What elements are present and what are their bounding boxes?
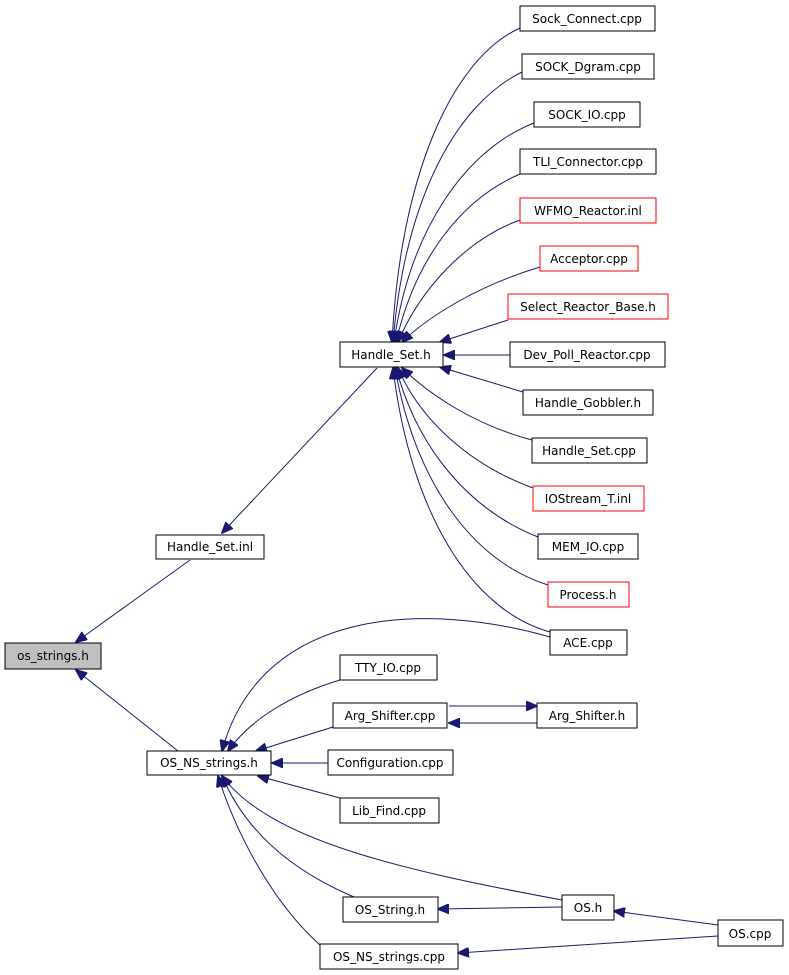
edge-process-to-handle-set-h xyxy=(395,368,549,586)
node-label: Sock_Connect.cpp xyxy=(532,12,642,26)
node-os-ns-strings-cpp[interactable]: OS_NS_strings.cpp xyxy=(319,943,459,970)
edge-os-ns-strings-h-to-os-strings-h xyxy=(76,670,179,752)
node-handle-set-cpp[interactable]: Handle_Set.cpp xyxy=(531,437,648,464)
edge-os-h-to-os-ns-strings-h xyxy=(222,776,563,901)
edge-handle-set-h-to-handle-set-inl xyxy=(222,367,378,533)
node-tli-connector-cpp[interactable]: TLI_Connector.cpp xyxy=(519,148,657,175)
node-label: os_strings.h xyxy=(17,649,89,663)
edge-tty-io-to-os-ns-strings-h xyxy=(228,679,341,751)
edge-handle-gobbler-to-handle-set-h xyxy=(440,367,524,393)
edge-handle-set-cpp-to-handle-set-h xyxy=(402,368,533,441)
node-sock-dgram-cpp[interactable]: SOCK_Dgram.cpp xyxy=(521,53,655,80)
node-label: Dev_Poll_Reactor.cpp xyxy=(523,348,650,362)
node-acceptor-cpp[interactable]: Acceptor.cpp xyxy=(539,245,639,272)
edge-os-cpp-to-os-h xyxy=(614,911,719,926)
node-label: TTY_IO.cpp xyxy=(354,661,421,675)
node-sock-io-cpp[interactable]: SOCK_IO.cpp xyxy=(533,101,641,128)
node-label: OS.cpp xyxy=(729,927,772,941)
edge-tli-connector-to-handle-set-h xyxy=(396,173,521,342)
edge-acceptor-to-handle-set-h xyxy=(402,266,541,342)
edge-sock-io-to-handle-set-h xyxy=(394,122,535,342)
edge-select-reactor-base-to-handle-set-h xyxy=(440,319,509,342)
node-label: OS_NS_strings.cpp xyxy=(333,950,445,964)
node-ace-cpp[interactable]: ACE.cpp xyxy=(549,629,628,656)
node-label: Acceptor.cpp xyxy=(550,252,628,266)
node-sock-connect-cpp[interactable]: Sock_Connect.cpp xyxy=(519,5,656,32)
node-label: SOCK_Dgram.cpp xyxy=(535,60,641,74)
node-iostream-t-inl[interactable]: IOStream_T.inl xyxy=(532,485,645,512)
edge-sock-dgram-to-handle-set-h xyxy=(393,71,523,342)
node-handle-gobbler-h[interactable]: Handle_Gobbler.h xyxy=(522,389,654,416)
node-label: Configuration.cpp xyxy=(336,756,443,770)
node-label: OS_String.h xyxy=(355,903,425,917)
edge-sock-connect-to-handle-set-h xyxy=(392,27,521,342)
node-os-cpp[interactable]: OS.cpp xyxy=(717,919,784,947)
node-os-strings-h[interactable]: os_strings.h xyxy=(4,642,102,670)
node-label: Handle_Set.inl xyxy=(167,540,253,554)
edge-os-h-to-os-string-h xyxy=(438,907,563,909)
node-os-string-h[interactable]: OS_String.h xyxy=(342,896,439,923)
edge-ace-to-handle-set-h xyxy=(393,368,551,633)
node-label: Handle_Set.cpp xyxy=(542,444,636,458)
edge-mem-io-to-handle-set-h xyxy=(396,368,539,538)
node-label: Handle_Gobbler.h xyxy=(535,396,641,410)
edge-os-string-h-to-os-ns-strings-h xyxy=(222,776,355,898)
node-dev-poll-reactor-cpp[interactable]: Dev_Poll_Reactor.cpp xyxy=(509,341,666,368)
node-label: OS.h xyxy=(574,901,602,915)
node-label: WFMO_Reactor.inl xyxy=(534,204,642,218)
node-select-reactor-base-h[interactable]: Select_Reactor_Base.h xyxy=(507,293,669,320)
edges-layer xyxy=(76,27,719,953)
node-label: OS_NS_strings.h xyxy=(160,756,258,770)
edge-iostream-to-handle-set-h xyxy=(398,368,534,489)
node-label: Process.h xyxy=(560,588,617,602)
node-lib-find-cpp[interactable]: Lib_Find.cpp xyxy=(339,797,440,824)
node-label: MEM_IO.cpp xyxy=(552,540,624,554)
node-os-ns-strings-h[interactable]: OS_NS_strings.h xyxy=(146,750,272,776)
node-label: Handle_Set.h xyxy=(351,348,430,362)
node-os-h[interactable]: OS.h xyxy=(561,894,615,921)
node-arg-shifter-h[interactable]: Arg_Shifter.h xyxy=(536,702,638,729)
node-label: Lib_Find.cpp xyxy=(352,804,426,818)
edge-os-ns-strings-cpp-to-os-ns-strings-h xyxy=(218,776,321,946)
node-mem-io-cpp[interactable]: MEM_IO.cpp xyxy=(537,533,639,560)
node-tty-io-cpp[interactable]: TTY_IO.cpp xyxy=(339,654,438,681)
node-label: IOStream_T.inl xyxy=(545,492,631,506)
node-label: Arg_Shifter.h xyxy=(549,709,625,723)
edge-os-cpp-to-os-ns-strings-cpp xyxy=(458,935,719,953)
node-process-h[interactable]: Process.h xyxy=(547,581,630,608)
node-label: Arg_Shifter.cpp xyxy=(345,709,436,723)
node-handle-set-h[interactable]: Handle_Set.h xyxy=(339,341,444,368)
edge-lib-find-to-os-ns-strings-h xyxy=(258,776,341,799)
edge-handle-set-inl-to-os-strings-h xyxy=(76,559,191,642)
edge-arg-shifter-cpp-to-os-ns-strings-h xyxy=(256,726,334,751)
node-label: ACE.cpp xyxy=(563,636,613,650)
node-label: SOCK_IO.cpp xyxy=(548,108,625,122)
node-wfmo-reactor-inl[interactable]: WFMO_Reactor.inl xyxy=(519,197,657,224)
node-handle-set-inl[interactable]: Handle_Set.inl xyxy=(155,534,265,560)
edge-wfmo-reactor-to-handle-set-h xyxy=(398,219,521,342)
edge-ace-to-os-ns-strings-h xyxy=(222,618,551,751)
node-label: TLI_Connector.cpp xyxy=(532,155,643,169)
node-configuration-cpp[interactable]: Configuration.cpp xyxy=(327,749,454,776)
node-arg-shifter-cpp[interactable]: Arg_Shifter.cpp xyxy=(332,702,448,729)
nodes-layer: os_strings.h Handle_Set.inl OS_NS_string… xyxy=(4,5,784,970)
node-label: Select_Reactor_Base.h xyxy=(520,300,656,314)
